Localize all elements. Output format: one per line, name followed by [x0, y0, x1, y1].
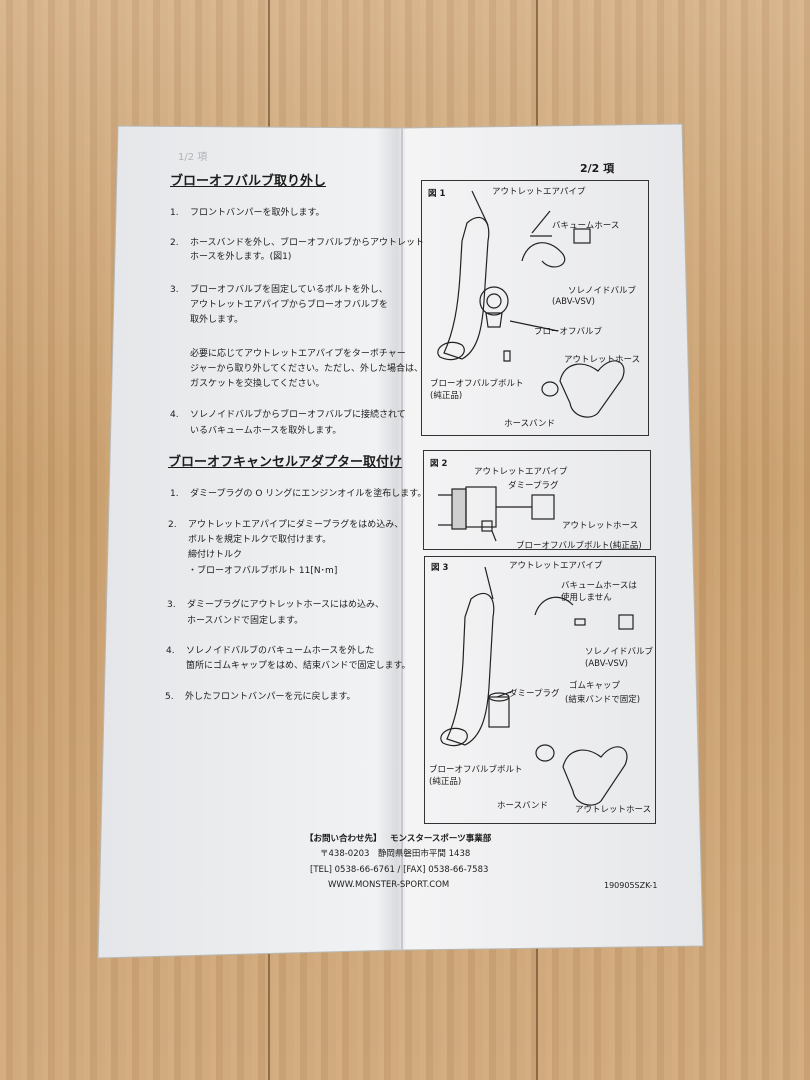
s1-step2-num: 2. [170, 238, 179, 248]
s1-step1-num: 1. [170, 208, 179, 218]
s1-step1-line1: フロントバンパーを取外します。 [190, 208, 325, 218]
fig3-solenoid-label: ソレノイドバルブ [585, 647, 654, 657]
s2-step2-line1: アウトレットエアパイプにダミープラグをはめ込み、 [188, 520, 404, 530]
fig2-outlet-pipe-label: アウトレットエアパイプ [474, 467, 568, 477]
fig2-outlet-hose-label: アウトレットホース [562, 521, 639, 531]
s1-step4-line1: ソレノイドバルブからブローオフバルブに接続されて [190, 410, 406, 420]
s2-step1-line1: ダミープラグの O リングにエンジンオイルを塗布します。 [190, 489, 427, 499]
contact-label: 【お問い合わせ先】 [305, 834, 382, 844]
figure-2: 図 2 アウトレットエアパイプ ダミープラグ アウトレットホース ブローオフバル… [423, 450, 651, 551]
fig3-dummy-plug-label: ダミープラグ [509, 689, 560, 699]
figure-2-title: 図 2 [430, 459, 448, 469]
fig3-genuine-label: (純正品) [429, 777, 462, 787]
fig3-rubber-cap-note: (結束バンドで固定) [565, 695, 641, 705]
s1-note-line3: ガスケットを交換してください。 [190, 379, 325, 389]
fig3-vacuum-hose-label-2: 使用しません [561, 593, 612, 603]
s1-step4-num: 4. [170, 410, 179, 420]
fig3-bov-bolt-label: ブローオフバルブボルト [429, 765, 523, 775]
fig1-bov-bolt-label: ブローオフバルブボルト [430, 379, 524, 389]
fig1-outlet-hose-label: アウトレットホース [564, 355, 641, 365]
s1-step3-line2: アウトレットエアパイプからブローオフバルブを [190, 300, 388, 310]
fig1-genuine-label: (純正品) [430, 391, 463, 401]
ghost-page-number: 1/2 項 [178, 152, 208, 163]
s1-note-line2: ジャーから取り外してください。ただし、外した場合は、 [190, 364, 424, 374]
s2-step4-line1: ソレノイドバルブのバキュームホースを外した [186, 646, 375, 656]
fig3-outlet-pipe-label: アウトレットエアパイプ [509, 561, 603, 571]
s2-step3-line2: ホースバンドで固定します。 [187, 616, 304, 626]
s2-step5-num: 5. [165, 692, 174, 702]
website: WWW.MONSTER-SPORT.COM [328, 880, 450, 890]
tel-fax: [TEL] 0538-66-6761 / [FAX] 0538-66-7583 [310, 865, 489, 875]
s2-step2-line2: ボルトを規定トルクで取付けます。 [188, 535, 332, 545]
fig2-bov-bolt-label: ブローオフバルブボルト(純正品) [516, 541, 642, 551]
s1-step3-line1: ブローオフバルブを固定しているボルトを外し、 [190, 285, 388, 295]
s1-step4-line2: いるバキュームホースを取外します。 [190, 426, 342, 436]
s1-note-line1: 必要に応じてアウトレットエアパイプをターボチャー [190, 349, 406, 359]
s2-step2-line3: 締付けトルク [188, 550, 243, 560]
s2-step2-num: 2. [168, 520, 177, 530]
fig1-bov-label: ブローオフバルブ [534, 327, 603, 337]
section2-title: ブローオフキャンセルアダプター取付け [168, 455, 403, 470]
fig3-hose-band-label: ホースバンド [497, 801, 549, 811]
page-number: 2/2 項 [580, 162, 615, 175]
figure-3-drawing [440, 566, 634, 806]
figure-3-title: 図 3 [431, 563, 449, 573]
address: 〒438-0203 静岡県磐田市平間 1438 [320, 849, 471, 859]
s1-step3-line3: 取外します。 [190, 315, 244, 325]
s1-step2-line2: ホースを外します。(図1) [190, 252, 292, 262]
fig3-solenoid-code: (ABV-VSV) [585, 659, 628, 669]
fig3-outlet-hose-label: アウトレットホース [575, 805, 652, 815]
figure-1-drawing [437, 190, 625, 418]
s2-step3-num: 3. [167, 600, 176, 610]
figure-2-drawing [438, 486, 555, 542]
s2-step1-num: 1. [170, 489, 179, 499]
fig1-solenoid-label: ソレノイドバルブ [568, 286, 637, 296]
fig1-vacuum-hose-label: バキュームホース [552, 221, 620, 231]
s2-step4-line2: 箇所にゴムキャップをはめ、結束バンドで固定します。 [186, 661, 411, 671]
s2-step3-line1: ダミープラグにアウトレットホースにはめ込み、 [187, 600, 385, 610]
s2-step5-line1: 外したフロントバンパーを元に戻します。 [185, 692, 356, 702]
fig3-vacuum-hose-label-1: バキュームホースは [561, 581, 637, 591]
figure-1: 図 1 アウトレットエアパイプ バキュームホース ソレノイドバルブ (ABV-V… [421, 180, 649, 436]
s2-step2-line4: ・ブローオフバルブボルト 11[N･m] [188, 566, 338, 576]
fig1-hose-band-label: ホースバンド [504, 419, 556, 429]
fig1-outlet-pipe-label: アウトレットエアパイプ [492, 187, 586, 197]
section1-title: ブローオフバルブ取り外し [170, 174, 327, 189]
s1-step2-line1: ホースバンドを外し、ブローオフバルブからアウトレット [190, 238, 425, 248]
s2-step4-num: 4. [166, 646, 175, 656]
figure-1-title: 図 1 [428, 189, 446, 199]
company-name: モンスタースポーツ事業部 [390, 834, 492, 844]
document-code: 190905SZK-1 [604, 881, 658, 890]
figure-3: 図 3 アウトレットエアパイプ バキュームホースは 使用しません ソレノイドバル… [424, 556, 656, 824]
fig2-dummy-plug-label: ダミープラグ [508, 481, 559, 491]
fig3-rubber-cap-label: ゴムキャップ [569, 681, 621, 691]
s1-step3-num: 3. [170, 285, 179, 295]
fig1-solenoid-code: (ABV-VSV) [552, 297, 595, 307]
